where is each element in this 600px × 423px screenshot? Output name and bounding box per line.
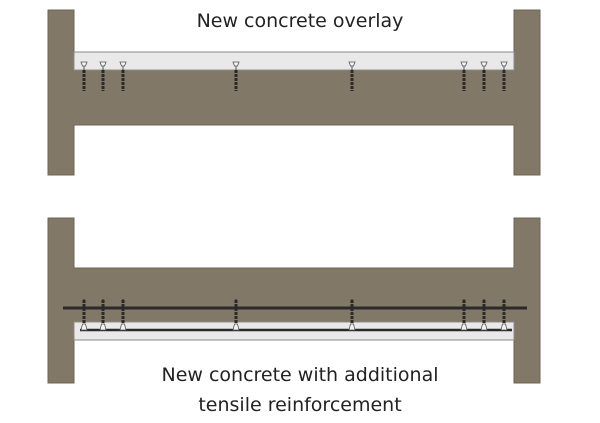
bottom-left-column — [47, 217, 75, 384]
anchor-bolt-icon — [232, 299, 240, 331]
bottom-caption-line2: tensile reinforcement — [198, 394, 402, 416]
bottom-beam — [73, 268, 515, 322]
bottom-anchors — [80, 299, 508, 331]
bottom-caption-line1: New concrete with additional — [161, 364, 439, 386]
anchor-bolt-icon — [460, 61, 468, 91]
bottom-right-column — [513, 217, 541, 384]
top-frame — [47, 9, 541, 176]
top-caption: New concrete overlay — [196, 10, 404, 32]
anchor-bolt-icon — [348, 299, 356, 331]
top-left-column — [47, 9, 75, 176]
top-right-column — [513, 9, 541, 176]
anchor-bolt-icon — [99, 299, 107, 331]
anchor-bolt-icon — [460, 299, 468, 331]
anchor-bolt-icon — [119, 61, 127, 91]
top-beam — [73, 70, 515, 125]
bottom-frame — [47, 217, 541, 384]
anchor-bolt-icon — [348, 61, 356, 91]
top-anchors — [80, 61, 508, 91]
top-new-overlay — [73, 51, 515, 71]
anchor-bolt-icon — [80, 299, 88, 331]
anchor-bolt-icon — [500, 299, 508, 331]
anchor-bolt-icon — [500, 61, 508, 91]
anchor-bolt-icon — [99, 61, 107, 91]
anchor-bolt-icon — [232, 61, 240, 91]
anchor-bolt-icon — [480, 299, 488, 331]
anchor-bolt-icon — [480, 61, 488, 91]
anchor-bolt-icon — [80, 61, 88, 91]
anchor-bolt-icon — [119, 299, 127, 331]
